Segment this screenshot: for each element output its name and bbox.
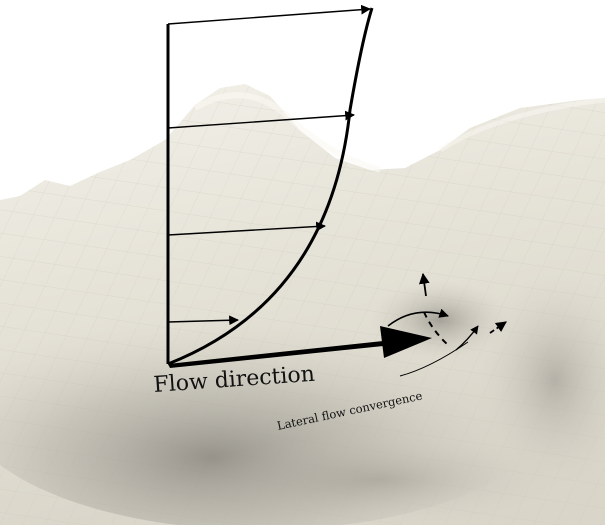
lateral-flow-arrows bbox=[387, 272, 507, 377]
lateral-arrow-up bbox=[418, 272, 430, 297]
ridge-highlight bbox=[193, 92, 381, 173]
velocity-profile bbox=[166, 4, 374, 366]
profile-arrow-1 bbox=[167, 4, 371, 25]
ridge-highlight-right bbox=[438, 97, 605, 153]
terrain-surface bbox=[0, 84, 605, 525]
profile-arrow-4 bbox=[167, 315, 239, 326]
profile-arrow-3 bbox=[167, 221, 326, 236]
lateral-curve-left bbox=[387, 308, 449, 327]
lateral-arrow-right bbox=[489, 321, 507, 334]
lower-shadow bbox=[200, 435, 560, 525]
flow-arrow-shaft bbox=[168, 340, 393, 368]
flow-direction-arrow bbox=[168, 326, 432, 368]
right-shadow bbox=[475, 270, 605, 490]
flow-arrow-head bbox=[380, 326, 432, 358]
lateral-dashed-curve bbox=[423, 311, 449, 346]
lateral-leader-line bbox=[399, 341, 469, 377]
profile-arrow-2 bbox=[167, 110, 355, 129]
